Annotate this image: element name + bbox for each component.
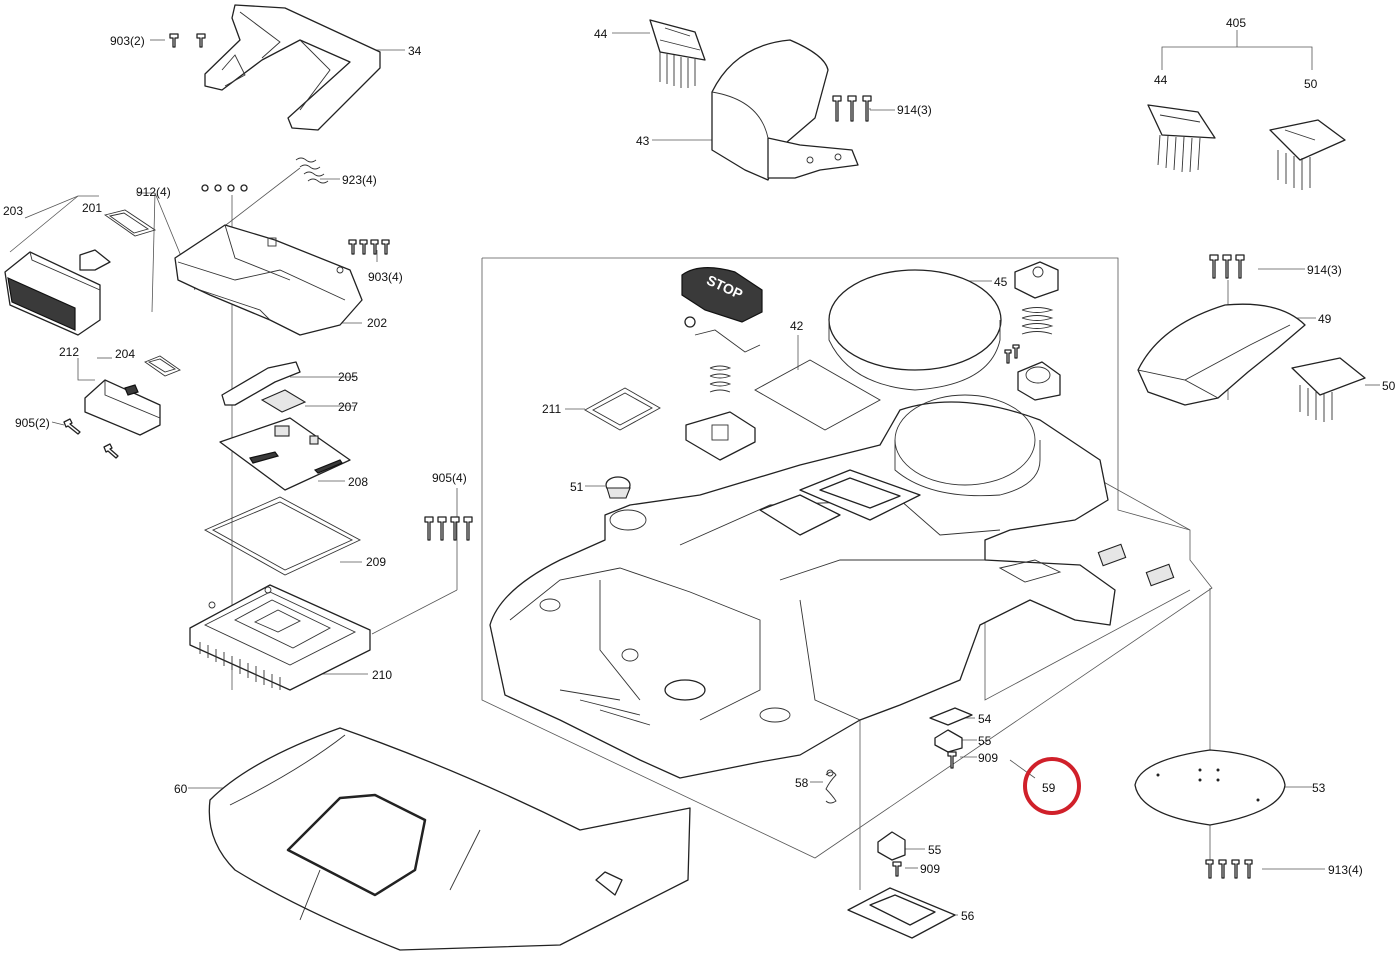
screw-914-top (832, 95, 872, 122)
plate-56 (847, 887, 956, 939)
label-55-lower: 55 (928, 843, 942, 857)
label-912-4: 912(4) (136, 185, 171, 199)
top-cover-60 (208, 727, 691, 951)
clip-923-set (295, 157, 329, 184)
stop-button-wire (694, 329, 761, 353)
gasket-209 (203, 496, 362, 576)
screw-909-upper (947, 751, 957, 769)
stop-button: STOP (681, 267, 763, 323)
screw-903-quad (348, 239, 390, 255)
label-201: 201 (82, 201, 102, 215)
battery-203 (4, 251, 101, 336)
label-903-2: 903(2) (110, 34, 145, 48)
label-903-4: 903(4) (368, 270, 403, 284)
handle-bracket-34 (204, 4, 381, 131)
label-49: 49 (1318, 312, 1332, 326)
label-202: 202 (367, 316, 387, 330)
label-59: 59 (1042, 781, 1056, 795)
pcb-208 (219, 417, 351, 491)
gasket-201 (103, 209, 157, 237)
label-34: 34 (408, 44, 422, 58)
label-58: 58 (795, 776, 809, 790)
plug-51 (605, 476, 631, 499)
label-54: 54 (978, 712, 992, 726)
main-body-59 (489, 394, 1175, 779)
label-207: 207 (338, 400, 358, 414)
module-212 (84, 379, 161, 436)
brush-module-50-set (1269, 119, 1346, 190)
label-913-4: 913(4) (1328, 863, 1363, 877)
round-lid-45 (828, 269, 1002, 391)
gasket-211 (584, 387, 661, 431)
screw-903-pair (169, 33, 206, 48)
label-208: 208 (348, 475, 368, 489)
stop-button-spring (709, 365, 732, 393)
rear-cover-49 (1137, 303, 1306, 406)
label-211: 211 (542, 402, 561, 416)
label-905-4: 905(4) (432, 471, 467, 485)
label-44-top: 44 (594, 27, 608, 41)
screw-pair-small (1004, 344, 1020, 364)
front-cover-43 (711, 39, 859, 181)
label-55-upper: 55 (978, 734, 992, 748)
label-914-3-top: 914(3) (897, 103, 932, 117)
gasket-204 (144, 355, 181, 377)
pad-42 (754, 359, 881, 431)
label-203: 203 (3, 204, 23, 218)
latch-205 (221, 361, 301, 406)
base-plate-53 (1134, 749, 1286, 826)
label-60: 60 (174, 782, 188, 796)
screw-905-quad (424, 516, 473, 541)
label-205: 205 (338, 370, 358, 384)
clip-55-lower (877, 831, 906, 861)
label-210: 210 (372, 668, 392, 682)
power-button-assembly (1014, 261, 1061, 401)
label-209: 209 (366, 555, 386, 569)
controller-210 (189, 584, 371, 691)
cable-clip-58 (825, 769, 837, 804)
label-51: 51 (570, 480, 584, 494)
screw-913-set (1205, 859, 1253, 879)
label-905-2: 905(2) (15, 416, 50, 430)
label-50-set: 50 (1304, 77, 1318, 91)
label-212: 212 (59, 345, 79, 359)
label-44-set: 44 (1154, 73, 1168, 87)
label-45: 45 (994, 275, 1008, 289)
label-42: 42 (790, 319, 804, 333)
label-914-3-right: 914(3) (1307, 263, 1342, 277)
part-labels: 903(2) 34 44 43 914(3) 405 44 50 923(4) … (3, 16, 1396, 923)
brush-module-50-right (1291, 357, 1366, 422)
label-909-lower: 909 (920, 862, 940, 876)
label-909-upper: 909 (978, 751, 998, 765)
highlight-circle (1023, 757, 1081, 815)
bracket-54 (929, 707, 973, 726)
brush-module-44-top (649, 19, 706, 88)
screw-914-right (1209, 254, 1245, 279)
label-923-4: 923(4) (342, 173, 377, 187)
nut (684, 316, 696, 328)
connector-strip (79, 249, 111, 271)
label-405: 405 (1226, 16, 1246, 30)
clip-55-upper (934, 729, 963, 753)
label-43: 43 (636, 134, 650, 148)
label-204: 204 (115, 347, 135, 361)
label-50-right: 50 (1382, 379, 1396, 393)
label-53: 53 (1312, 781, 1326, 795)
label-56: 56 (961, 909, 975, 923)
screw-909-lower (892, 861, 902, 877)
brush-module-44-set (1147, 104, 1216, 173)
pad-207 (260, 389, 307, 413)
stop-button-base (685, 411, 756, 461)
screw-912-set (201, 184, 248, 192)
housing-202 (174, 224, 363, 336)
screw-905-pair (63, 418, 119, 459)
